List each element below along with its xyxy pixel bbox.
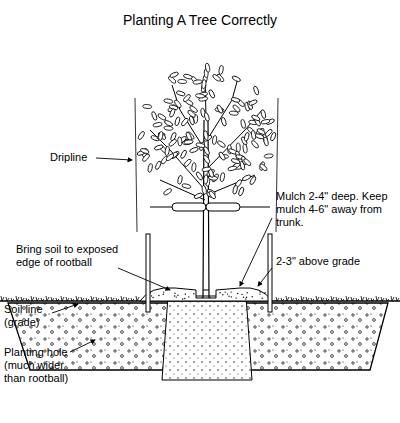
note-label: Mulch 2-4" deep. Keep mulch 4-6" away fr… bbox=[276, 190, 396, 229]
stake bbox=[146, 234, 150, 312]
part-label: Dripline bbox=[50, 151, 96, 164]
rootball bbox=[162, 296, 252, 380]
tie-sleeve bbox=[206, 203, 240, 211]
part-label: Soil line (grade) bbox=[4, 303, 54, 329]
part-label: Planting hole (much wider than rootball) bbox=[4, 346, 74, 385]
diagram-title: Planting A Tree Correctly bbox=[0, 12, 400, 28]
branches bbox=[150, 70, 262, 200]
note-label: Bring soil to exposed edge of rootball bbox=[16, 243, 136, 269]
dripline-mark bbox=[135, 98, 137, 232]
tie-sleeve bbox=[172, 203, 206, 211]
dimension-label: 2-3" above grade bbox=[276, 255, 396, 268]
leaves bbox=[136, 63, 276, 200]
mulch bbox=[140, 288, 272, 301]
